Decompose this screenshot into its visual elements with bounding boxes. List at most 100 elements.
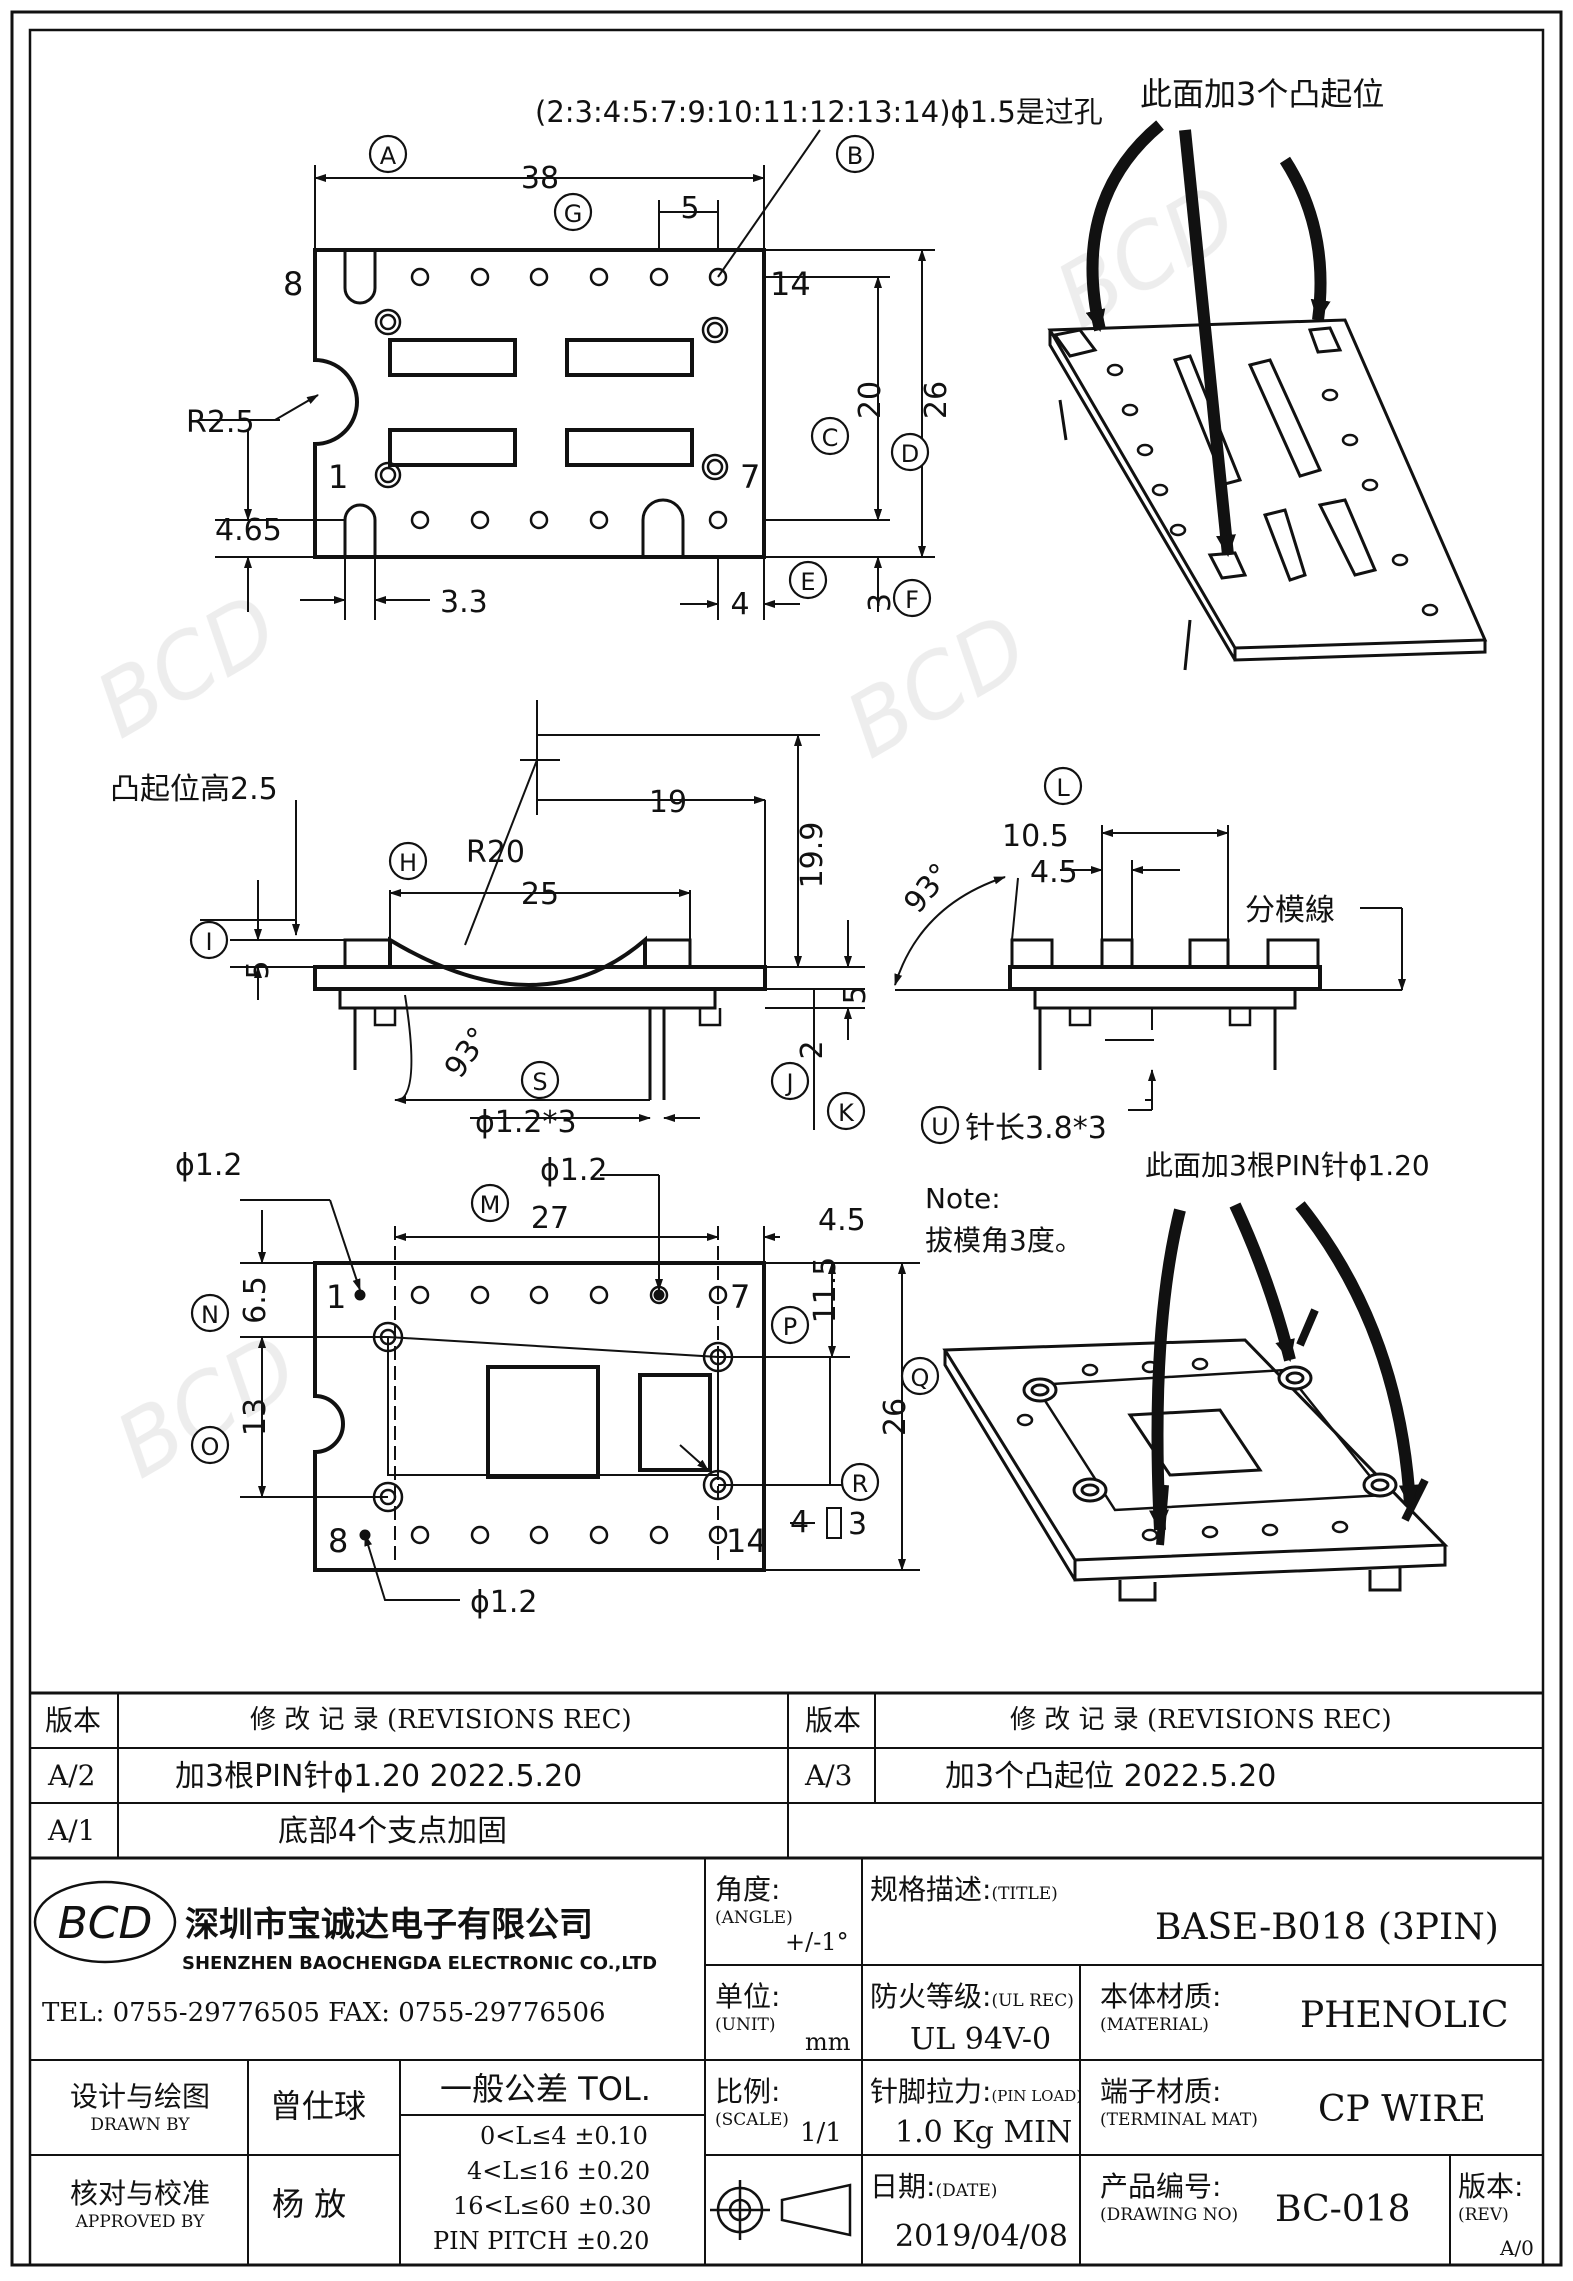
callout-m: M — [480, 1191, 501, 1219]
unit-cell: 单位: (UNIT) — [715, 1975, 780, 2035]
dim-5-side-right: 5 — [838, 985, 873, 1004]
top-pin-8: 8 — [283, 265, 303, 303]
parting-line: 分模線 — [1245, 893, 1335, 928]
bottom-dia-1: ϕ1.2 — [175, 1148, 243, 1183]
drawing-no-label: 产品编号: — [1100, 2170, 1222, 2203]
dim-19: 19 — [649, 785, 687, 820]
terminal-label: 端子材质: — [1100, 2075, 1222, 2108]
scale-label: 比例: — [715, 2075, 781, 2108]
dim-199: 19.9 — [795, 822, 830, 889]
callout-n: N — [201, 1301, 219, 1329]
bottom-pin-8: 8 — [328, 1522, 348, 1560]
callout-j: J — [784, 1069, 793, 1097]
drawing-no-value: BC-018 — [1275, 2189, 1411, 2230]
tolerance-row-2: 4<L≤16 ±0.20 — [467, 2157, 651, 2185]
callout-f: F — [905, 586, 919, 614]
top-callouts — [368, 134, 932, 618]
ul-label: 防火等级: — [870, 1980, 992, 2013]
callout-e: E — [800, 568, 815, 596]
callout-r: R — [852, 1470, 869, 1498]
title-value: BASE-B018 (3PIN) — [1155, 1907, 1499, 1948]
date-sub: (DATE) — [935, 2181, 998, 2201]
bottom-dia-3: ϕ1.2 — [470, 1585, 538, 1620]
dim-27: 27 — [531, 1201, 569, 1236]
pinload-label: 针脚拉力: — [870, 2075, 992, 2108]
top-window-1 — [388, 338, 517, 377]
unit-sub: (UNIT) — [715, 2015, 776, 2035]
end-view — [894, 766, 1406, 1145]
bottom-labels: M N O P Q R ϕ1.2 ϕ1.2 ϕ1.2 27 4.5 6.5 11… — [175, 1148, 1430, 1620]
callout-g: G — [564, 200, 583, 228]
callout-s: S — [532, 1068, 547, 1096]
end-labels: L U 10.5 4.5 93° 分模線 针长3.8*3 — [897, 774, 1335, 1146]
callout-c: C — [822, 424, 839, 452]
bottom-view — [190, 1174, 940, 1601]
dim-r20: R20 — [466, 835, 525, 870]
note-title: Note: — [925, 1182, 1001, 1215]
iso-top-plate-side — [1048, 330, 1237, 661]
dim-13: 13 — [238, 1398, 273, 1436]
bottom-pin-14: 14 — [726, 1522, 767, 1560]
dim-r25: R2.5 — [186, 405, 255, 440]
side-pin-dia: ϕ1.2*3 — [475, 1105, 577, 1140]
slot-bottom-right — [641, 498, 685, 557]
pin-length: 针长3.8*3 — [965, 1111, 1107, 1146]
company-contact: TEL: 0755-29776505 FAX: 0755-29776506 — [42, 1998, 606, 2028]
dim-115: 11.5 — [808, 1257, 843, 1324]
date-value: 2019/04/08 — [895, 2219, 1068, 2254]
rev-label: 版本: — [1458, 2170, 1524, 2203]
dim-38: 38 — [521, 161, 559, 196]
ul-value: UL 94V-0 — [910, 2022, 1052, 2057]
callout-i: I — [205, 928, 212, 956]
dim-45-end: 4.5 — [1030, 855, 1078, 890]
scale-sub: (SCALE) — [715, 2110, 789, 2130]
iso-top-plate-edge — [1233, 640, 1487, 662]
bottom-dia-2: ϕ1.2 — [540, 1153, 608, 1188]
date-label: 日期: — [870, 2170, 936, 2203]
end-angle: 93° — [897, 857, 958, 920]
watermark-4: BCD — [1039, 164, 1255, 348]
callout-q: Q — [911, 1364, 930, 1392]
drawn-cell: 设计与绘图 DRAWN BY — [45, 2075, 235, 2135]
rev-row-3-ver: A/1 — [48, 1814, 96, 1847]
top-dims — [200, 129, 935, 620]
top-view — [200, 129, 935, 620]
scale-cell: 比例: (SCALE) — [715, 2070, 789, 2130]
tolerance-row-3: 16<L≤60 ±0.30 — [453, 2192, 652, 2220]
angle-sub: (ANGLE) — [715, 1908, 793, 1928]
ul-cell: 防火等级:(UL REC) — [870, 1975, 1074, 2015]
material-label: 本体材质: — [1100, 1980, 1222, 2013]
rev-row-1-text: 加3根PIN针ϕ1.20 2022.5.20 — [175, 1759, 583, 1794]
rev-row-1-ver: A/2 — [48, 1759, 96, 1792]
rev-row-2-text: 加3个凸起位 2022.5.20 — [945, 1759, 1277, 1794]
dim-3-bottom: 3 — [848, 1507, 867, 1542]
rev-header-rec-2: 修 改 记 录 (REVISIONS REC) — [1010, 1705, 1392, 1735]
dim-465: 4.65 — [215, 513, 282, 548]
dim-65: 6.5 — [238, 1276, 273, 1324]
iso-top-view — [1047, 120, 1488, 671]
drawn-value: 曾仕球 — [270, 2087, 367, 2125]
title-cell: 规格描述:(TITLE) — [870, 1868, 1058, 1908]
callout-h: H — [399, 849, 417, 877]
tolerance-row-4: PIN PITCH ±0.20 — [433, 2227, 650, 2255]
angle-label: 角度: — [715, 1873, 781, 1906]
top-pin-7: 7 — [740, 458, 760, 496]
hole-note: (2:3:4:5:7:9:10:11:12:13:14)ϕ1.5是过孔 — [535, 95, 1103, 129]
approved-label: 核对与校准 — [69, 2177, 210, 2210]
dim-4-top: 4 — [730, 587, 749, 622]
side-flange — [313, 965, 767, 991]
watermark-2: BCD — [829, 594, 1045, 778]
top-window-4 — [565, 428, 694, 467]
drawn-sub: DRAWN BY — [90, 2115, 190, 2135]
note-text: 拔模角3度。 — [925, 1224, 1083, 1257]
iso-bottom-note: 此面加3根PIN针ϕ1.20 — [1145, 1149, 1430, 1182]
rev-header-ver-1: 版本 — [45, 1704, 102, 1737]
title-block-grid — [30, 1858, 1543, 2265]
callout-u: U — [931, 1113, 949, 1141]
slot-pin-1 — [343, 503, 377, 557]
rev-row-3-text: 底部4个支点加固 — [278, 1814, 508, 1849]
rev-sub: (REV) — [1458, 2205, 1509, 2225]
side-labels: H I J K S 凸起位高2.5 19 19.9 R20 25 5 5 2 9… — [110, 772, 873, 1140]
